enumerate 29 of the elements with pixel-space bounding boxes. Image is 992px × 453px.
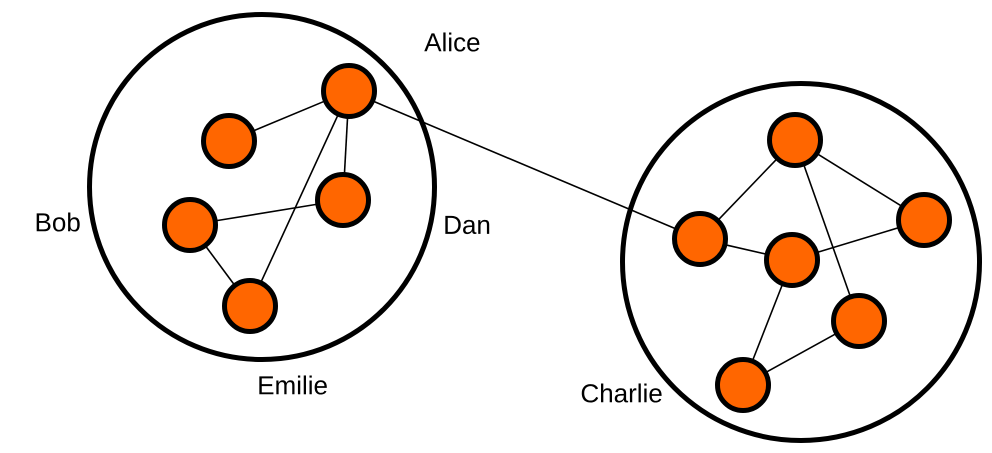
connector-line <box>215 203 318 222</box>
connector-line <box>260 114 340 284</box>
connector-line <box>344 116 348 175</box>
person-dot <box>831 293 887 349</box>
name-label: Bob <box>36 212 80 232</box>
person-dot <box>222 278 278 334</box>
connector-line <box>802 164 852 298</box>
connector-line <box>252 100 326 132</box>
person-dot <box>201 113 257 169</box>
connector-line <box>816 152 903 208</box>
connector-line <box>372 100 677 230</box>
name-label: Alice <box>424 32 480 52</box>
connector-line <box>752 283 784 362</box>
person-dot <box>767 112 823 168</box>
person-dot <box>672 211 728 267</box>
person-dot <box>896 192 952 248</box>
name-label: Emilie <box>259 375 327 395</box>
name-label: Dan <box>445 216 490 234</box>
name-label: Charlie <box>582 383 662 403</box>
person-dot <box>764 232 820 288</box>
person-dot <box>715 357 771 413</box>
connector-line <box>816 226 900 254</box>
connector-line <box>724 244 768 256</box>
person-dot <box>315 172 371 228</box>
person-dot <box>321 63 377 119</box>
person-dot <box>162 197 218 253</box>
connector-line <box>717 158 778 222</box>
connector-line <box>764 332 838 374</box>
connector-line <box>204 245 236 286</box>
